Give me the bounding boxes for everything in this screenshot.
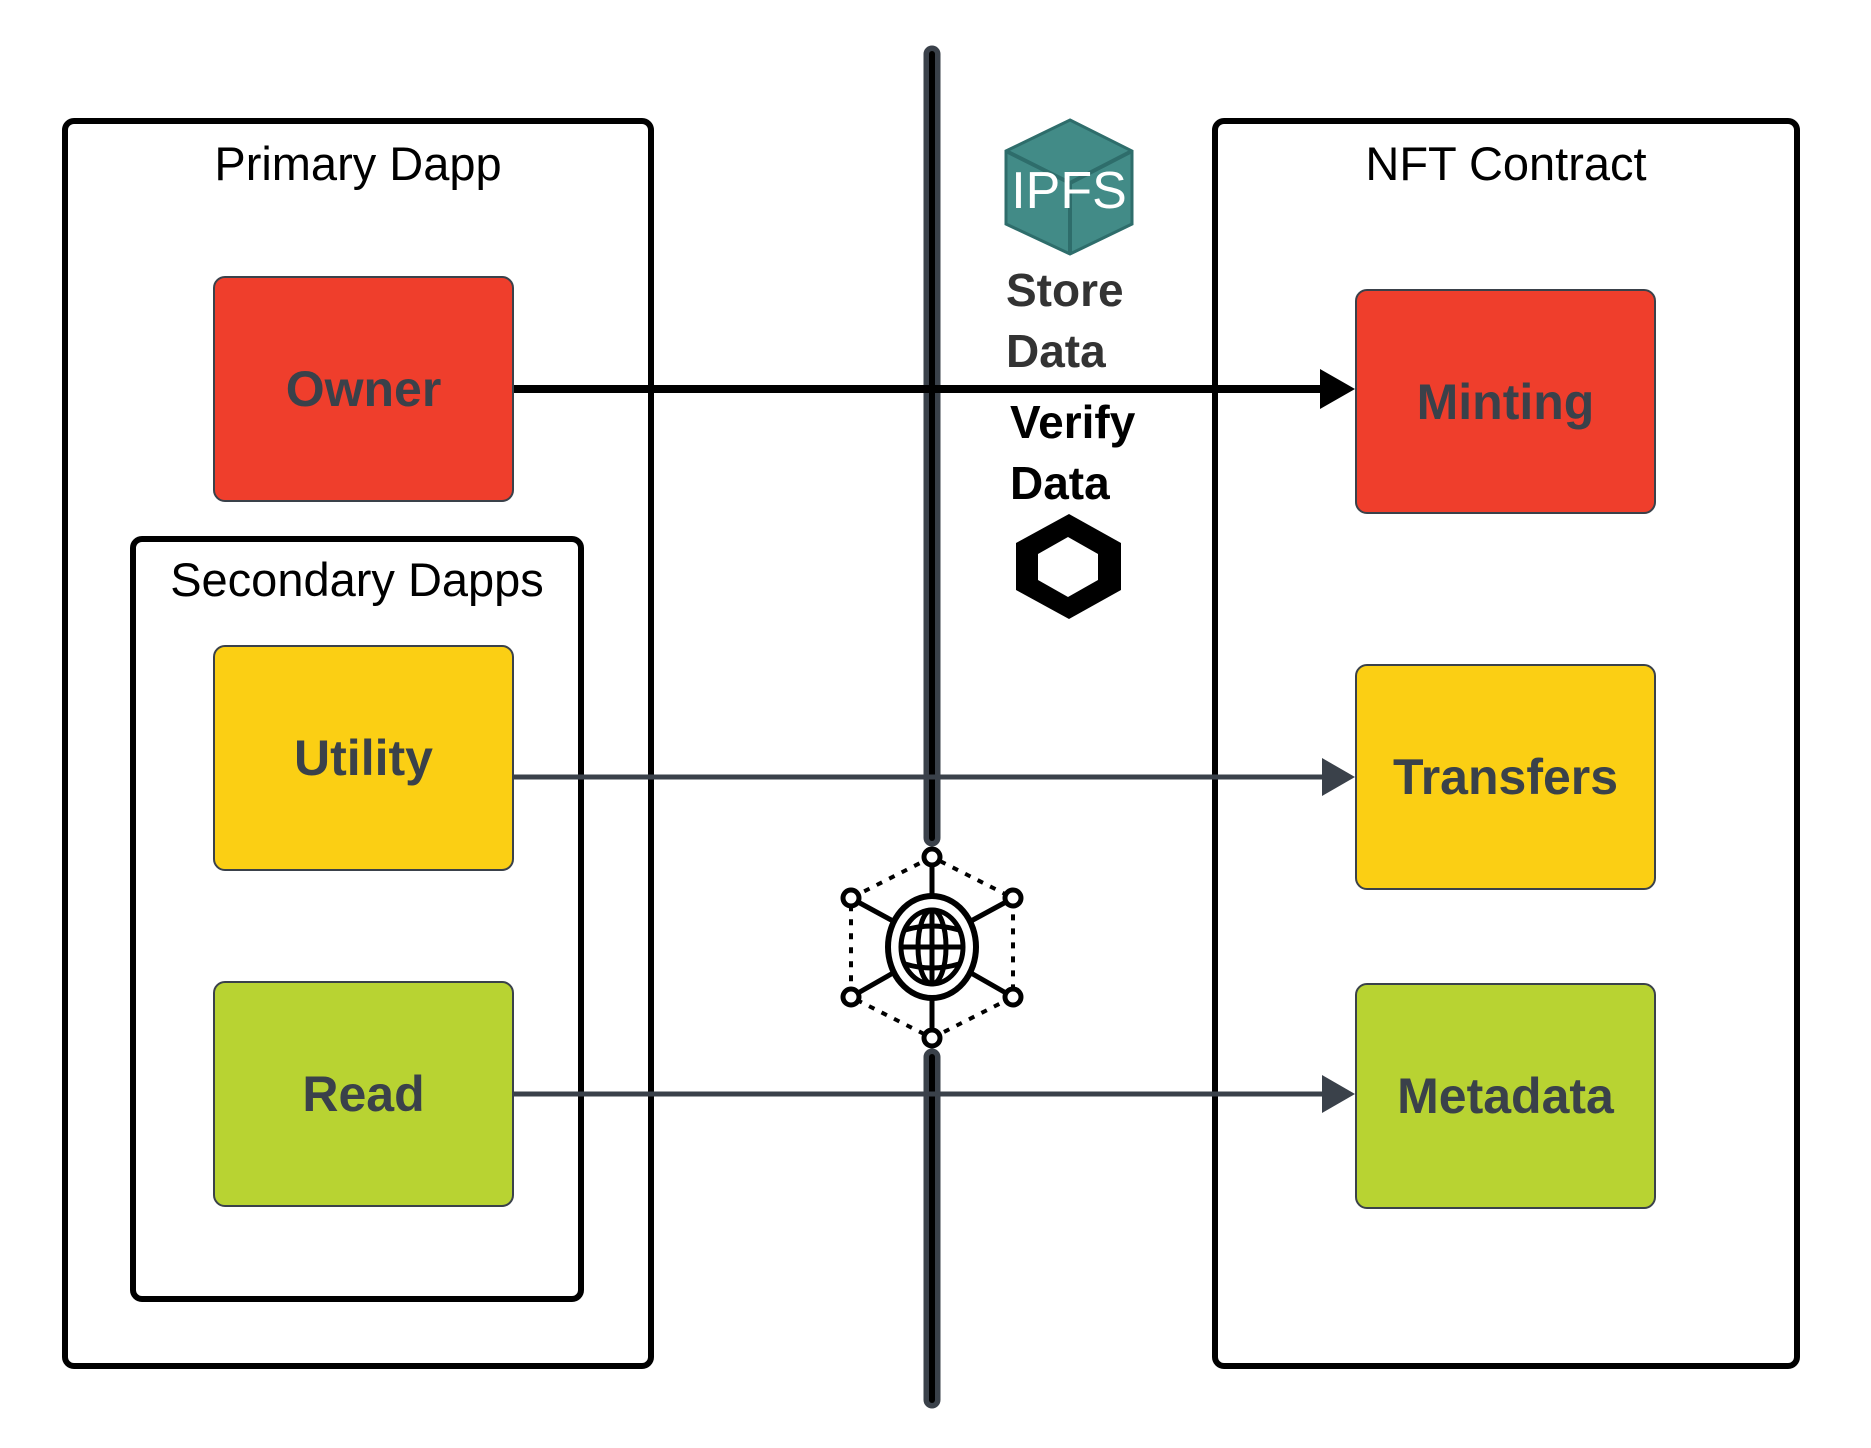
transfers-label: Transfers xyxy=(1392,749,1619,805)
arrow-utility-to-transfers xyxy=(514,758,1355,796)
owner-node[interactable]: Owner xyxy=(213,276,514,502)
utility-label: Utility xyxy=(294,730,433,786)
primary-dapp-title: Primary Dapp xyxy=(214,137,502,190)
store-label-line1: Store xyxy=(1006,264,1124,316)
secondary-dapps-container: Secondary Dapps xyxy=(130,536,584,1302)
verify-label-line1: Verify xyxy=(1010,396,1136,448)
ipfs-logo-text: IPFS xyxy=(1011,162,1127,220)
metadata-node[interactable]: Metadata xyxy=(1355,983,1656,1209)
verify-label-line2: Data xyxy=(1010,457,1110,509)
secondary-dapps-title: Secondary Dapps xyxy=(170,553,544,606)
store-label-line2: Data xyxy=(1006,325,1106,377)
transfers-node[interactable]: Transfers xyxy=(1355,664,1656,890)
minting-node[interactable]: Minting xyxy=(1355,289,1656,514)
read-node[interactable]: Read xyxy=(213,981,514,1207)
metadata-label: Metadata xyxy=(1397,1068,1614,1124)
read-label: Read xyxy=(302,1066,425,1122)
owner-label: Owner xyxy=(285,361,442,417)
utility-node[interactable]: Utility xyxy=(213,645,514,871)
primary-dapp-container: Primary Dapp xyxy=(62,118,654,1369)
store-data-label: Store Data xyxy=(1006,260,1124,382)
arrow-read-to-metadata xyxy=(514,1075,1355,1113)
arrow-owner-to-minting xyxy=(514,369,1355,409)
verify-data-label: Verify Data xyxy=(1010,392,1135,514)
nft-contract-container: NFT Contract xyxy=(1212,118,1800,1369)
minting-label: Minting xyxy=(1416,373,1595,430)
nft-contract-title: NFT Contract xyxy=(1365,137,1647,190)
